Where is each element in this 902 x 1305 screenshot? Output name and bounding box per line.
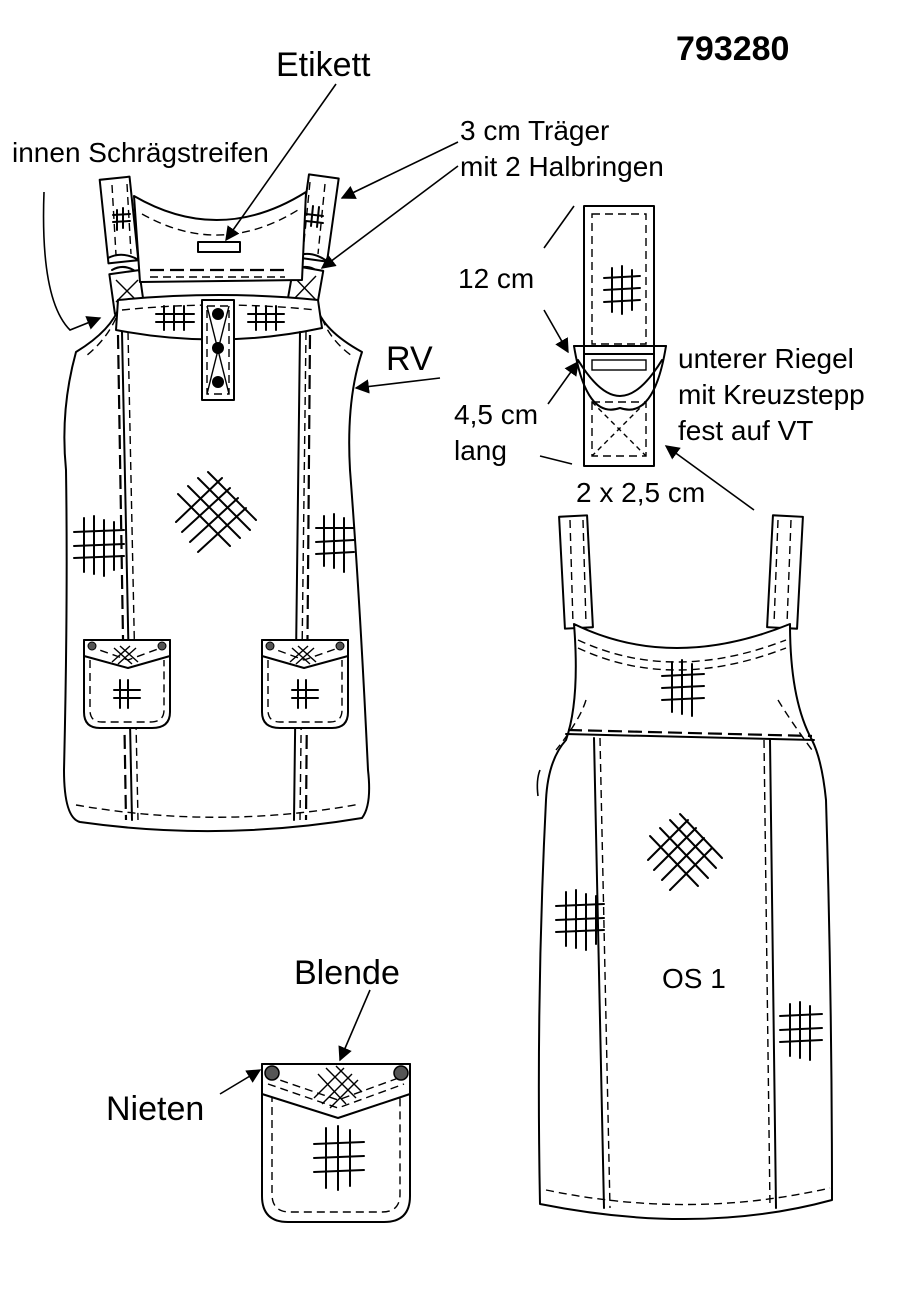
label-rv: RV [386,340,433,378]
label-length-12: 12 cm [458,263,534,294]
back-dress-body [537,623,833,1221]
rivet [393,1065,409,1081]
label-os1: OS 1 [662,963,726,994]
back-decor-stitch-top [661,659,705,717]
back-decor-stitch-diamond [647,813,723,891]
article-number: 793280 [676,30,789,68]
button [212,308,224,320]
label-blende: Blende [294,954,400,992]
front-pocket-left [83,639,171,729]
front-pocket-right [261,639,349,729]
decor-stitch-diamond [175,471,257,553]
front-placket [201,299,235,401]
back-decor-stitch-right [779,1001,823,1061]
label-traeger-line1: 3 cm Träger [460,115,609,146]
label-riegel-line2: mit Kreuzstepp [678,379,865,410]
front-view-dress [63,173,371,833]
label-length-45-line1: 4,5 cm [454,399,538,430]
back-decor-stitch-left [555,889,605,951]
pocket-stitch [313,1125,365,1191]
rivet [264,1065,280,1081]
half-ring [573,345,667,411]
button [212,342,224,354]
label-traeger-line2: mit 2 Halbringen [460,151,664,182]
label-nieten: Nieten [106,1090,204,1128]
label-riegel-line1: unterer Riegel [678,343,854,374]
back-yoke-seam [565,733,815,741]
decor-stitch-right [315,513,355,573]
label-length-45-line2: lang [454,435,507,466]
label-riegel-line3: fest auf VT [678,415,813,446]
button [212,376,224,388]
care-label [197,241,241,253]
decor-stitch-left [73,515,125,577]
label-size-2x25: 2 x 2,5 cm [576,477,705,508]
front-facing [133,191,307,283]
back-view-dress [537,514,833,1221]
pocket-detail [261,1063,411,1223]
label-etikett: Etikett [276,46,371,84]
flap-stitch [313,1065,363,1109]
leader-lines [42,83,755,1095]
strap-detail [573,205,667,467]
label-schraegstreifen: innen Schrägstreifen [12,137,269,168]
